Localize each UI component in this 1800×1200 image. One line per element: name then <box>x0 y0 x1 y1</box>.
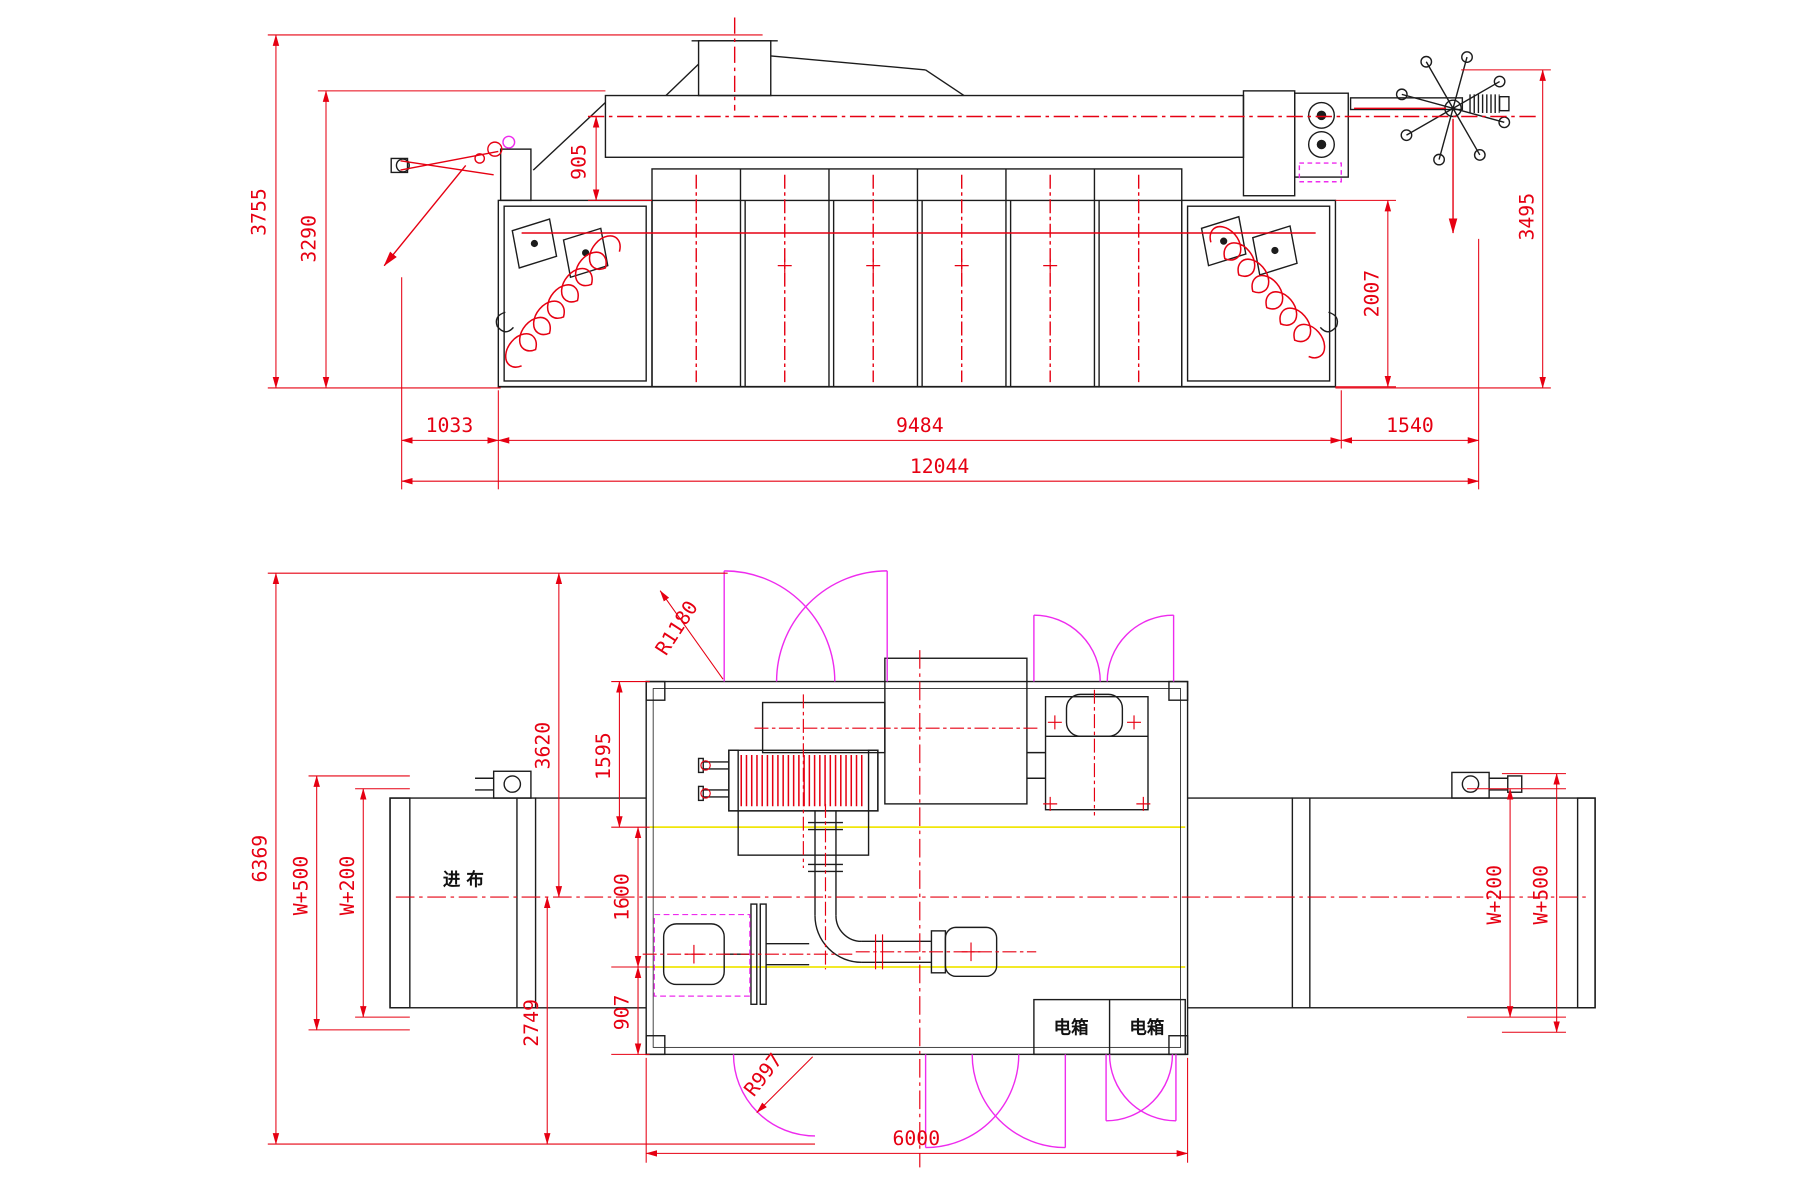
dim-1540: 1540 <box>1386 414 1434 437</box>
left-spring <box>504 235 621 368</box>
plan-dimensions: 6369 W+500 W+200 3620 2749 1595 1600 907… <box>249 572 1566 1163</box>
dim-w200-right: W+200 <box>1483 865 1506 925</box>
plan-view: 6369 W+500 W+200 3620 2749 1595 1600 907… <box>249 570 1596 1168</box>
dim-6369: 6369 <box>249 835 272 883</box>
motor-cross <box>684 944 704 964</box>
blower <box>1044 695 1149 811</box>
pump-cross <box>961 942 981 962</box>
leader-r1180 <box>659 590 724 680</box>
exhaust-duct <box>604 94 1245 158</box>
label-electric-box-1: 电箱 <box>1054 1017 1089 1038</box>
dim-1033: 1033 <box>426 414 474 437</box>
elevation-machine <box>390 40 1511 388</box>
elevation-red-details <box>383 17 1537 383</box>
dim-3290: 3290 <box>298 215 321 263</box>
dim-6000: 6000 <box>892 1127 940 1150</box>
dim-3495: 3495 <box>1515 193 1538 241</box>
plan-red-details <box>395 650 1590 1168</box>
dim-w500-right: W+500 <box>1529 865 1552 925</box>
star-wheel <box>1401 56 1505 160</box>
dim-w500-left: W+500 <box>289 856 312 916</box>
left-hook <box>495 311 514 333</box>
infeed-bracket <box>499 148 532 202</box>
dim-3620: 3620 <box>532 722 555 770</box>
right-cabinet <box>1181 199 1337 388</box>
dim-r997: R997 <box>740 1049 787 1101</box>
infeed-table <box>389 797 537 1009</box>
pipe-elbow <box>814 915 862 964</box>
right-spring <box>1209 225 1326 359</box>
sensor-box <box>1298 162 1342 183</box>
dim-3755: 3755 <box>247 188 270 236</box>
elevation-dimensions: 3755 3290 905 3495 2007 1033 9484 1540 1… <box>247 34 1551 490</box>
dim-1600: 1600 <box>611 873 634 921</box>
right-housing <box>1242 90 1296 197</box>
label-electric-box-2: 电箱 <box>1129 1017 1164 1038</box>
dim-12044: 12044 <box>910 455 970 478</box>
label-fabric-in: 进 布 <box>443 869 484 890</box>
center-unit <box>884 657 1028 805</box>
dim-905: 905 <box>568 144 591 180</box>
plan-aux-lines <box>649 826 1186 968</box>
dim-w200-left: W+200 <box>336 856 359 916</box>
infeed-arrow <box>383 164 467 267</box>
dim-2007: 2007 <box>1361 270 1384 318</box>
plan-machine <box>389 657 1596 1056</box>
dim-1595: 1595 <box>592 732 615 780</box>
door-swings <box>723 570 1177 1149</box>
right-hook <box>1319 311 1339 333</box>
roller-box <box>1293 92 1349 178</box>
dim-2749: 2749 <box>520 999 543 1047</box>
elevation-view: 3755 3290 905 3495 2007 1033 9484 1540 1… <box>247 17 1551 490</box>
dim-9484: 9484 <box>896 414 944 437</box>
blower-crosses <box>1043 715 1151 811</box>
plan-labels: 进 布 电箱 电箱 <box>443 869 1164 1038</box>
dim-907: 907 <box>611 995 634 1031</box>
leader-r997 <box>756 1056 814 1114</box>
motor-outline-dashed <box>653 913 751 997</box>
dim-r1180: R1180 <box>651 597 703 659</box>
main-body <box>645 680 1189 1056</box>
